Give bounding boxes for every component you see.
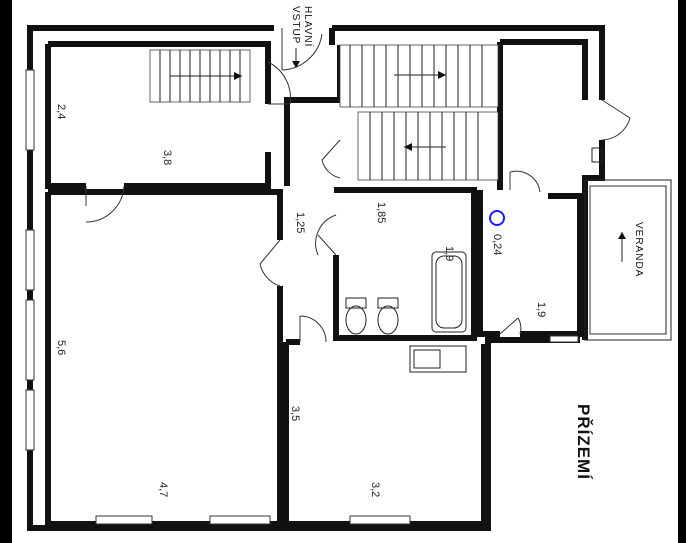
door-small-room (509, 170, 541, 193)
dim-bath-width: 1,85 (375, 202, 387, 223)
dim-big-room-side: 5,6 (55, 340, 67, 355)
outer-wall (27, 25, 580, 531)
window-left-top (25, 69, 35, 151)
door-entrance (281, 28, 323, 71)
veranda (584, 179, 672, 341)
entrance-label-2: VSTUP (290, 6, 301, 44)
inner-wall-top-room (45, 41, 271, 189)
door-corridor (315, 214, 337, 256)
chimney (591, 147, 603, 163)
dim-top-left-side: 2,4 (55, 104, 67, 119)
window-bottom-3 (349, 515, 411, 525)
inner-wall-bath (333, 187, 477, 341)
bathtub-inner (435, 255, 463, 329)
inner-wall-big-room (45, 189, 283, 527)
door-kitchen (299, 315, 327, 343)
kitchen-sink (409, 345, 467, 373)
door-stairs (321, 139, 341, 179)
window-left-low (25, 389, 35, 451)
window-left-mid2 (25, 299, 35, 381)
window-left-mid (25, 229, 35, 291)
dim-corridor: 1,25 (294, 212, 306, 233)
inner-wall-stairs-right (497, 39, 588, 190)
window-small-room (549, 335, 579, 343)
dim-top-left-bottom: 3,8 (161, 150, 173, 165)
dim-small-room-depth: 1,9 (535, 302, 547, 317)
dim-small-room: 0,24 (491, 234, 503, 255)
door-big-room (259, 239, 281, 287)
entrance-label-1: HLAVNÍ (302, 6, 315, 47)
floor-title: PŘÍZEMÍ (574, 404, 593, 480)
dim-kitchen-side: 3,5 (289, 406, 301, 421)
door-top-room (267, 61, 291, 105)
staircase-main-upper (339, 44, 499, 108)
bathtub (431, 251, 467, 333)
door-right-exit (601, 99, 631, 141)
dim-big-room-bottom: 4,7 (157, 482, 169, 497)
veranda-label: VERANDA (633, 222, 644, 277)
staircase-upper-left (149, 49, 251, 103)
window-bottom-2 (209, 515, 271, 525)
inner-wall-small-room (477, 190, 583, 337)
dim-kitchen-bottom: 3,2 (369, 482, 381, 497)
door-top-room-bottom (85, 185, 125, 223)
dim-bath-depth: 1,9 (443, 246, 455, 261)
door-small-room-bottom (499, 317, 522, 335)
window-bottom-1 (95, 515, 153, 525)
staircase-main-lower (357, 111, 499, 181)
marker-circle-icon (489, 210, 505, 226)
bidet (377, 297, 399, 335)
toilet (345, 297, 367, 335)
